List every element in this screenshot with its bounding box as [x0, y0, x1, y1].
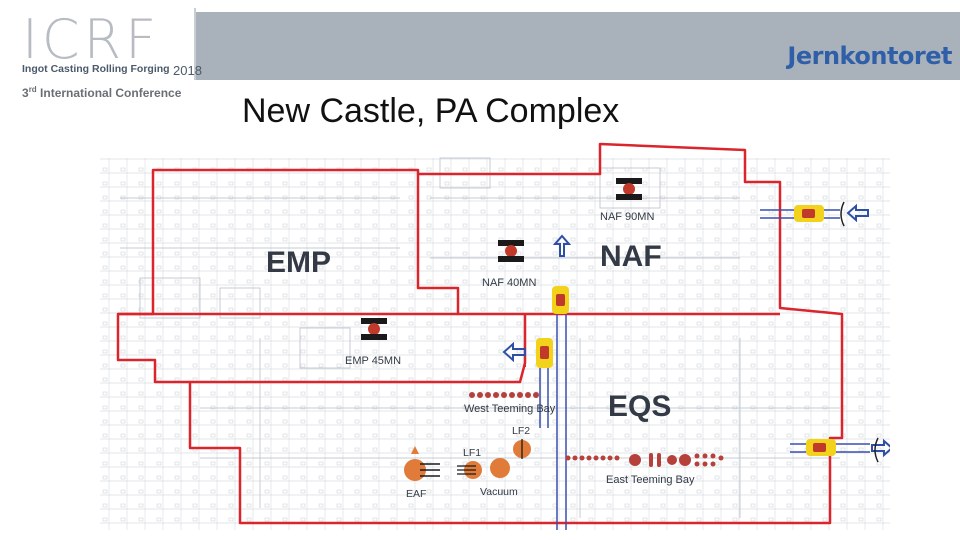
area-label-naf: NAF	[600, 240, 662, 273]
logo-year: 2018	[173, 63, 202, 78]
arrow-icon	[502, 341, 526, 363]
press-icon	[616, 178, 642, 200]
slide-title: New Castle, PA Complex	[242, 92, 620, 130]
label-lf2: LF2	[512, 425, 530, 437]
arrow-icon	[871, 438, 890, 458]
eaf-furnace-icon	[404, 446, 440, 481]
label-east-teeming-bay: East Teeming Bay	[606, 474, 695, 486]
label-eaf: EAF	[406, 488, 426, 500]
brand-logo: Jernkontoret	[787, 42, 952, 70]
vacuum-degasser-icon	[490, 458, 510, 478]
header-bar: Jernkontoret	[194, 12, 960, 80]
arrow-icon	[552, 234, 572, 257]
transfer-car	[794, 205, 824, 222]
gate-bracket-icon	[840, 201, 845, 227]
arrow-icon	[846, 203, 869, 223]
press-label-naf-90: NAF 90MN	[600, 211, 654, 223]
press-label-emp-45: EMP 45MN	[345, 355, 401, 367]
conference-name: 3rd International Conference	[22, 85, 182, 100]
press-label-naf-40: NAF 40MN	[482, 277, 536, 289]
conference-logo: ICRF Ingot Casting Rolling Forging 2018	[18, 8, 202, 80]
area-label-emp: EMP	[266, 246, 331, 279]
label-west-teeming-bay: West Teeming Bay	[464, 403, 556, 415]
logo-tagline: Ingot Casting Rolling Forging	[22, 63, 170, 75]
transfer-car	[536, 338, 553, 368]
ladle-furnace-icon	[457, 461, 482, 479]
label-lf1: LF1	[463, 447, 481, 459]
label-vacuum: Vacuum	[480, 486, 518, 498]
gate-bracket-icon	[874, 437, 879, 463]
transfer-car	[552, 286, 569, 314]
ladle-furnace-icon	[513, 439, 531, 459]
press-icon	[361, 318, 387, 340]
transfer-car	[806, 439, 836, 456]
site-plan-diagram: EMP NAF EQS NAF 90MN NAF 40MN EMP 45MN W…	[100, 138, 890, 530]
area-label-eqs: EQS	[608, 390, 671, 423]
east-teeming-bay	[565, 453, 724, 467]
logo-letters: ICRF	[22, 8, 161, 71]
west-teeming-bay	[469, 392, 539, 398]
press-icon	[498, 240, 524, 262]
